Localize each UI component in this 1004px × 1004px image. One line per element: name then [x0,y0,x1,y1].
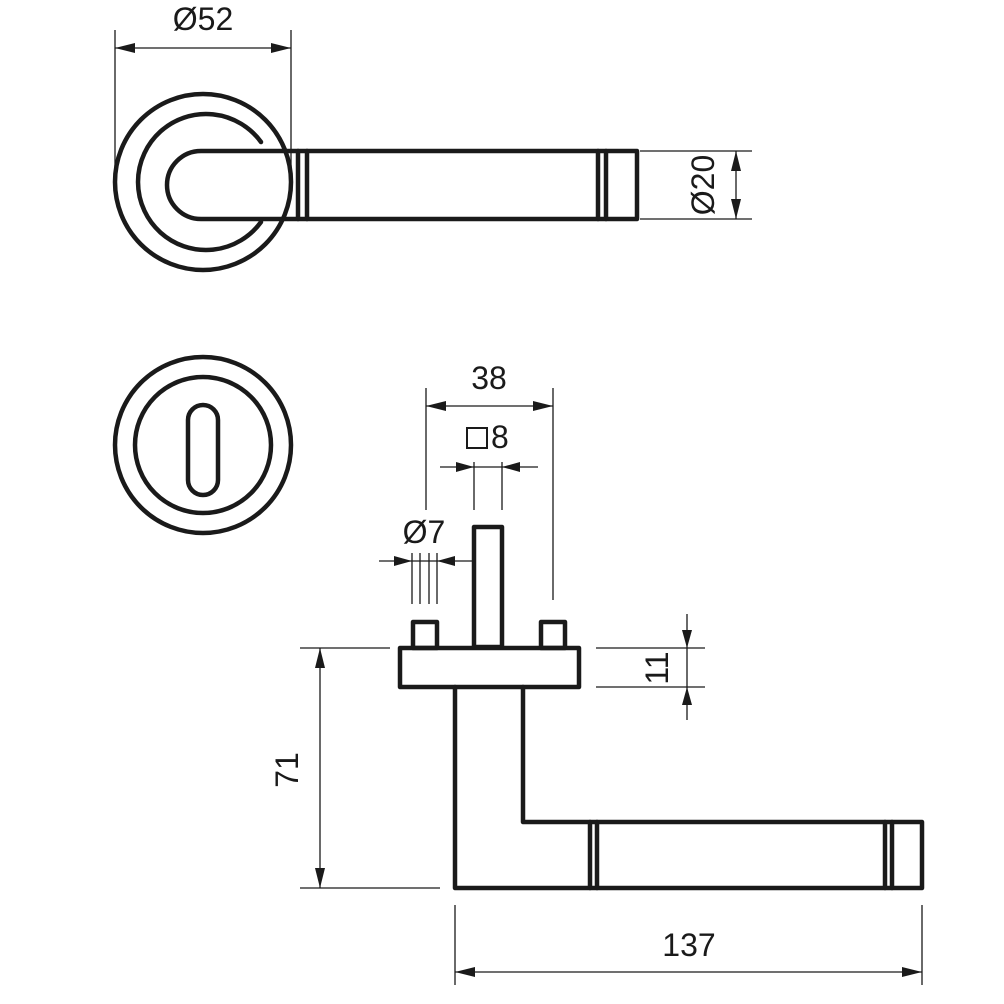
top-rose-outer-ring [112,91,294,273]
escutcheon-view [112,354,294,536]
dimension-arrow [731,199,741,219]
dimension-arrow [502,462,520,472]
dimension-arrow [115,43,135,53]
lever-projection-label: 71 [269,752,305,788]
dimension-arrow [315,868,325,888]
dimension-arrow [682,687,692,705]
dimension-arrow [437,556,455,566]
dimension-arrow [731,151,741,171]
dimension-arrow [426,401,446,411]
rose-thickness-dimension: 11 [596,614,705,720]
rose-diameter-dimension: Ø52 [114,1,292,180]
screw-diameter-label: Ø7 [403,514,446,550]
fixing-spacing-dimension: 38 [425,360,554,600]
dimension-arrow [394,556,412,566]
square-symbol [466,427,488,449]
lever-diameter-label: Ø20 [685,155,721,215]
rose-thickness-label: 11 [639,651,675,684]
top-lever-bar [164,148,640,222]
lever-diameter-dimension: Ø20 [640,150,752,220]
top-view [112,91,640,273]
rose-plate [397,645,582,690]
dimension-arrow [315,648,325,668]
dimension-arrow [271,43,291,53]
dimension-arrow [455,967,475,977]
keyhole-slot [185,402,221,498]
spindle [471,524,505,650]
fixing-spacing-label: 38 [471,360,507,396]
screw-diameter-dimension: Ø7 [379,514,472,604]
lever-projection-dimension: 71 [269,647,440,889]
lever-length-label: 137 [662,927,715,963]
dimension-arrow [902,967,922,977]
lever-profile [452,684,925,891]
side-view [397,524,925,891]
fixing-screw-right [538,619,568,651]
top-rose-inner-ring [135,111,264,253]
dimension-arrow [682,630,692,648]
escutcheon-inner-ring [132,374,274,516]
dimension-arrow [456,462,474,472]
rose-diameter-label: Ø52 [173,1,233,37]
fixing-screw-left [410,619,440,651]
dimension-arrow [533,401,553,411]
lever-length-dimension: 137 [454,905,923,985]
escutcheon-outer-ring [112,354,294,536]
spindle-square-dimension: 8 [440,419,538,510]
spindle-square-label: 8 [491,419,509,455]
